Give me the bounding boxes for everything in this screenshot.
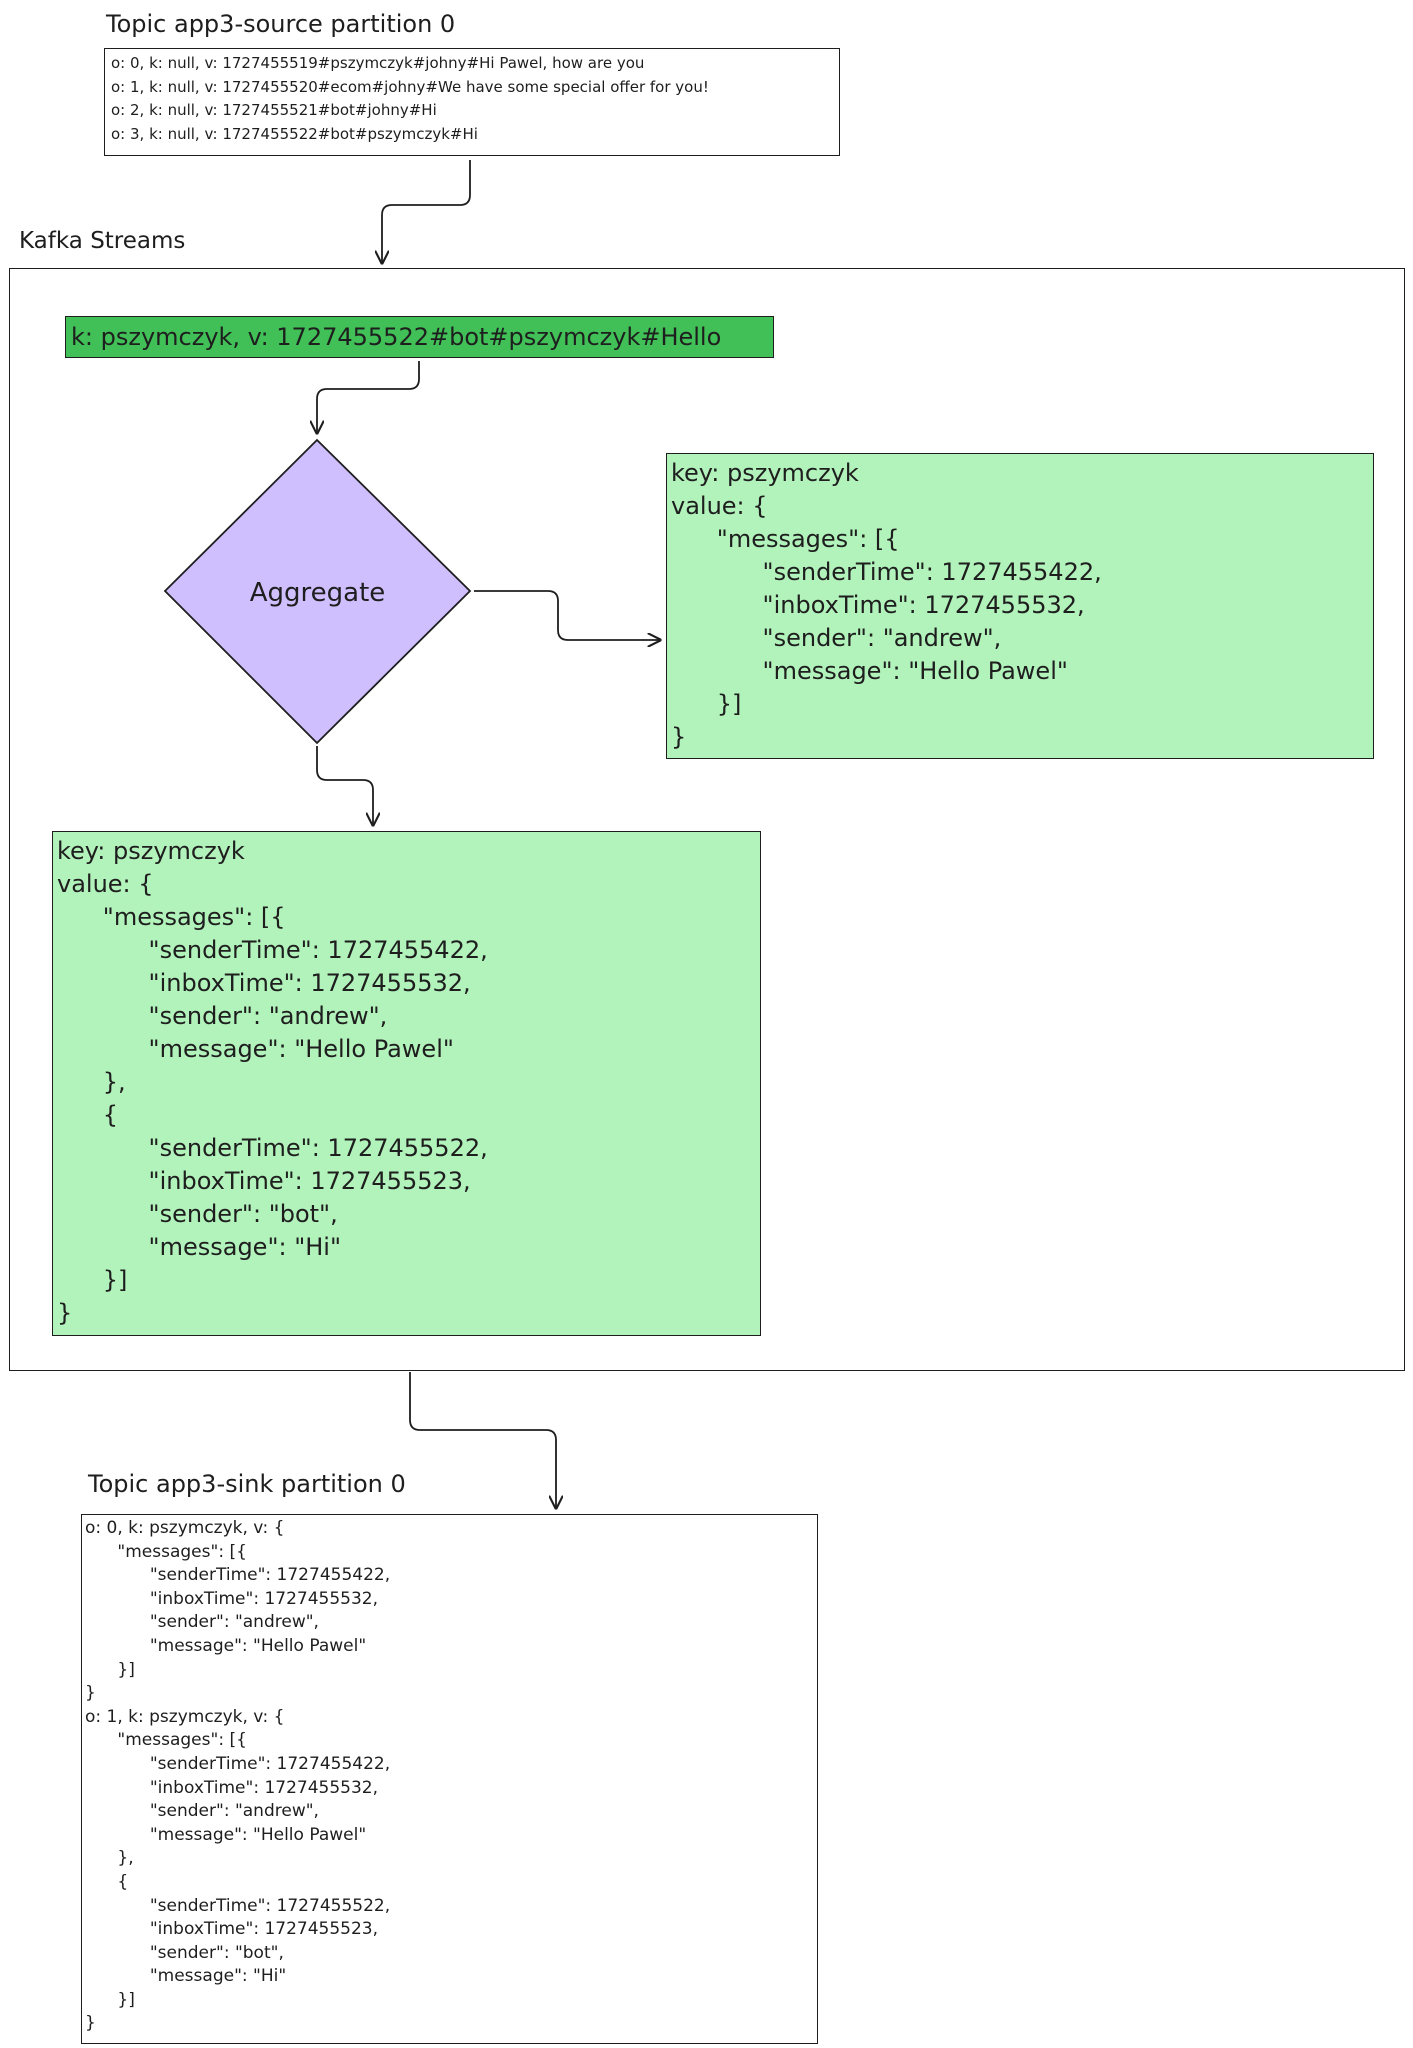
state-before-text: key: pszymczyk value: { "messages": [{ "…: [671, 459, 1102, 751]
source-topic-title: Topic app3-source partition 0: [106, 10, 456, 38]
aggregate-label: Aggregate: [249, 577, 386, 608]
sink-topic-records: o: 0, k: pszymczyk, v: { "messages": [{ …: [85, 1518, 391, 2034]
state-after-text: key: pszymczyk value: { "messages": [{ "…: [57, 837, 488, 1327]
arrow-aggregate-to-state-after: [316, 746, 373, 825]
arrow-aggregate-to-state-before: [474, 590, 660, 640]
kafka-streams-container: [9, 268, 1405, 1371]
source-topic-records: o: 0, k: null, v: 1727455519#pszymczyk#j…: [111, 54, 709, 143]
arrow-record-to-aggregate: [317, 361, 420, 433]
streams-title: Kafka Streams: [19, 228, 186, 254]
current-record-box: k: pszymczyk, v: 1727455522#bot#pszymczy…: [65, 316, 774, 358]
arrow-streams-to-sink: [409, 1372, 556, 1508]
source-topic-box: o: 0, k: null, v: 1727455519#pszymczyk#j…: [104, 48, 840, 156]
state-before-box: key: pszymczyk value: { "messages": [{ "…: [666, 453, 1374, 759]
arrow-source-to-streams: [382, 160, 471, 263]
aggregate-diamond: [163, 438, 472, 745]
state-after-box: key: pszymczyk value: { "messages": [{ "…: [52, 831, 761, 1336]
sink-topic-title: Topic app3-sink partition 0: [88, 1470, 406, 1498]
sink-topic-box: o: 0, k: pszymczyk, v: { "messages": [{ …: [81, 1514, 818, 2044]
current-record-text: k: pszymczyk, v: 1727455522#bot#pszymczy…: [71, 323, 722, 351]
